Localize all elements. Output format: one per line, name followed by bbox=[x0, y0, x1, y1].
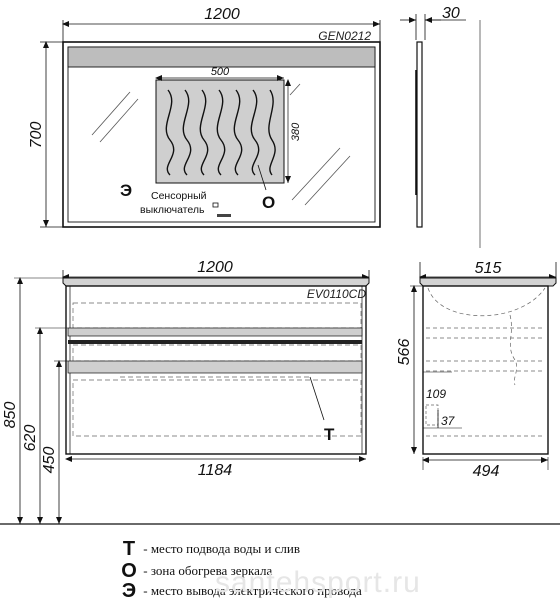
mirror-height-label: 700 bbox=[28, 122, 45, 149]
dim-37-label: 37 bbox=[441, 414, 456, 428]
dim-109-label: 109 bbox=[426, 387, 446, 401]
sensor-label-line1: Сенсорный bbox=[151, 190, 207, 202]
height-620-label: 620 bbox=[22, 425, 39, 452]
heater-zone bbox=[155, 79, 285, 184]
mirror-width-label: 1200 bbox=[204, 6, 240, 23]
heater-wave-pattern bbox=[165, 89, 276, 176]
mirror-code-label: GEN0212 bbox=[318, 29, 371, 43]
cabinet-front-view: 1200 EV0110CD Т 1184 850 620 450 bbox=[2, 259, 370, 524]
mirror-front-view: 1200 700 GEN0212 500 bbox=[28, 6, 381, 228]
legend-item-water: Т - место подвода воды и слив bbox=[118, 538, 300, 561]
cabinet-countertop bbox=[62, 277, 370, 287]
heater-height-label: 380 bbox=[290, 122, 302, 141]
legend-symbol: О bbox=[121, 560, 137, 582]
side-depth-top-label: 515 bbox=[475, 260, 502, 277]
sensor-switch-icon bbox=[212, 202, 219, 208]
watermark: santehsport.ru bbox=[215, 566, 421, 599]
legend: Т - место подвода воды и слив О - зона о… bbox=[0, 530, 560, 603]
legend-symbol: Т bbox=[122, 538, 136, 560]
legend-item-heating: О - зона обогрева зеркала bbox=[118, 560, 272, 583]
upper-drawer-band bbox=[67, 327, 363, 337]
height-450-label: 450 bbox=[41, 447, 58, 474]
side-body bbox=[422, 285, 549, 455]
mirror-frame-outer bbox=[62, 41, 381, 228]
legend-symbol: Э bbox=[121, 580, 137, 602]
legend-text: - место подвода воды и слив bbox=[143, 541, 301, 556]
sensor-label-line2: выключатель bbox=[140, 204, 205, 216]
mirror-logo-mark bbox=[217, 214, 231, 217]
marker-t: Т bbox=[324, 425, 335, 444]
side-height-label: 566 bbox=[396, 339, 413, 366]
cabinet-width-label: 1200 bbox=[197, 259, 233, 276]
mirror-depth-label: 30 bbox=[442, 5, 460, 22]
cabinet-side-view: 515 566 109 37 494 bbox=[396, 260, 557, 480]
cabinet-inner-width-label: 1184 bbox=[198, 462, 233, 479]
mirror-light-strip bbox=[67, 46, 376, 68]
height-850-label: 850 bbox=[2, 402, 19, 429]
legend-text: - место вывода электрического провода bbox=[143, 583, 362, 598]
lower-drawer-band bbox=[67, 360, 363, 374]
mirror-side-view: 30 bbox=[400, 5, 481, 248]
side-depth-bottom-label: 494 bbox=[473, 463, 500, 480]
legend-text: - зона обогрева зеркала bbox=[143, 563, 273, 578]
side-countertop bbox=[419, 277, 557, 287]
marker-e: Э bbox=[120, 181, 132, 200]
mirror-side-profile bbox=[416, 41, 423, 228]
legend-item-electric: Э - место вывода электрического провода bbox=[118, 580, 362, 603]
marker-o: О bbox=[262, 193, 275, 212]
cabinet-code-label: EV0110CD bbox=[307, 287, 366, 301]
heater-width-label: 500 bbox=[211, 66, 230, 78]
